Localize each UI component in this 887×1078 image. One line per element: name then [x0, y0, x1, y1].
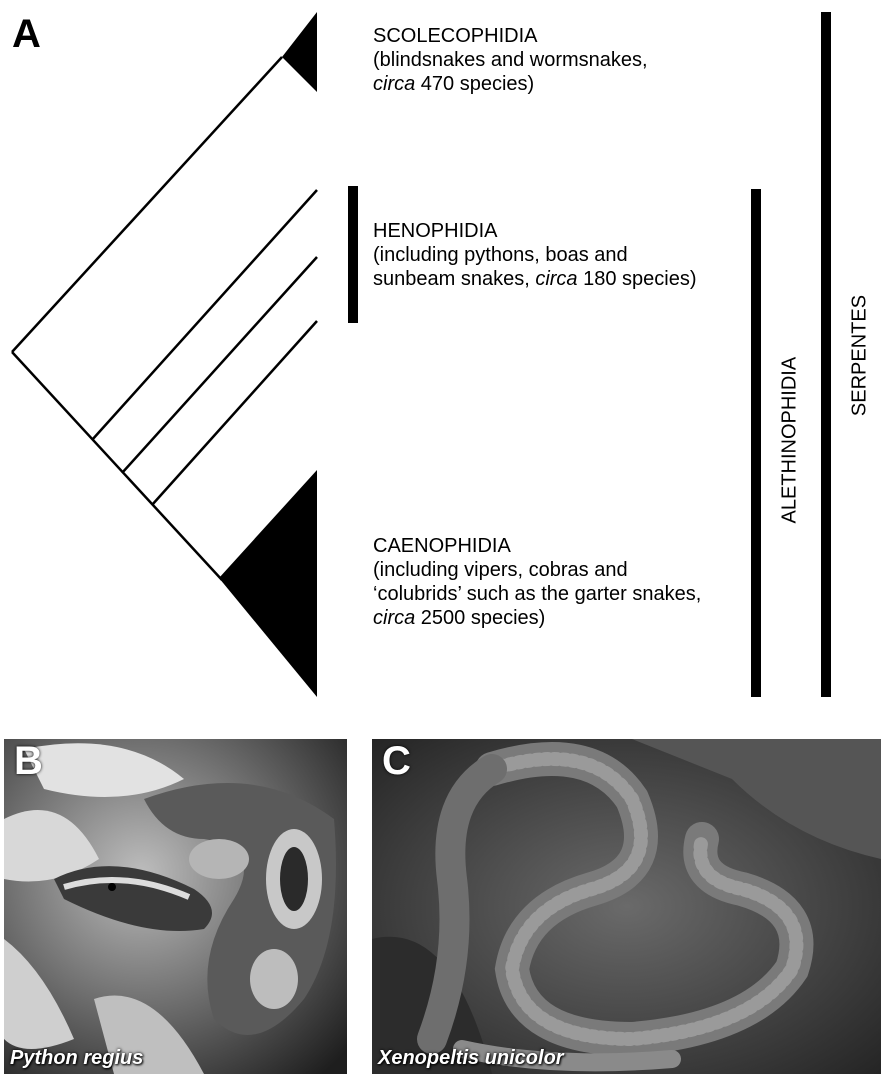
branch-backbone [12, 352, 222, 580]
caenophidia-triangle [219, 470, 317, 697]
henophidia-desc-1: (including pythons, boas and [373, 243, 697, 267]
serpentes-label: SERPENTES [849, 286, 872, 426]
panel-c-caption: Xenopeltis unicolor [378, 1047, 564, 1070]
caenophidia-count: 2500 species) [415, 607, 545, 629]
scolecophidia-circa: circa [373, 73, 415, 95]
python-photo-image [4, 739, 347, 1074]
panel-b-letter: B [14, 741, 43, 781]
henophidia-circa: circa [535, 268, 577, 290]
scolecophidia-count: 470 species) [415, 73, 534, 95]
scolecophidia-label: SCOLECOPHIDIA (blindsnakes and wormsnake… [373, 24, 648, 96]
scolecophidia-name: SCOLECOPHIDIA [373, 24, 648, 48]
serpentes-bar [821, 12, 831, 697]
xenopeltis-unicolor-photo: C Xenopeltis unicolor [372, 739, 881, 1074]
panel-b-caption: Python regius [10, 1047, 143, 1070]
alethinophidia-label: ALETHINOPHIDIA [779, 364, 802, 524]
alethinophidia-bar [751, 189, 761, 697]
panel-c-letter: C [382, 741, 411, 781]
henophidia-desc-2: sunbeam snakes, [373, 268, 535, 290]
henophidia-count: 180 species) [578, 268, 697, 290]
branch-scolecophidia [12, 57, 282, 352]
caenophidia-circa: circa [373, 607, 415, 629]
xenopeltis-photo-image [372, 739, 881, 1074]
caenophidia-desc-1: (including vipers, cobras and [373, 558, 701, 582]
scolecophidia-triangle [282, 12, 317, 92]
caenophidia-name: CAENOPHIDIA [373, 534, 701, 558]
branch-henophidia-2 [122, 257, 317, 473]
henophidia-name: HENOPHIDIA [373, 219, 697, 243]
henophidia-label: HENOPHIDIA (including pythons, boas and … [373, 219, 697, 291]
henophidia-bar [348, 186, 358, 323]
scolecophidia-desc-1: (blindsnakes and wormsnakes, [373, 48, 648, 72]
caenophidia-desc-2: ‘colubrids’ such as the garter snakes, [373, 582, 701, 606]
caenophidia-label: CAENOPHIDIA (including vipers, cobras an… [373, 534, 701, 630]
python-regius-photo: B Python regius [4, 739, 347, 1074]
